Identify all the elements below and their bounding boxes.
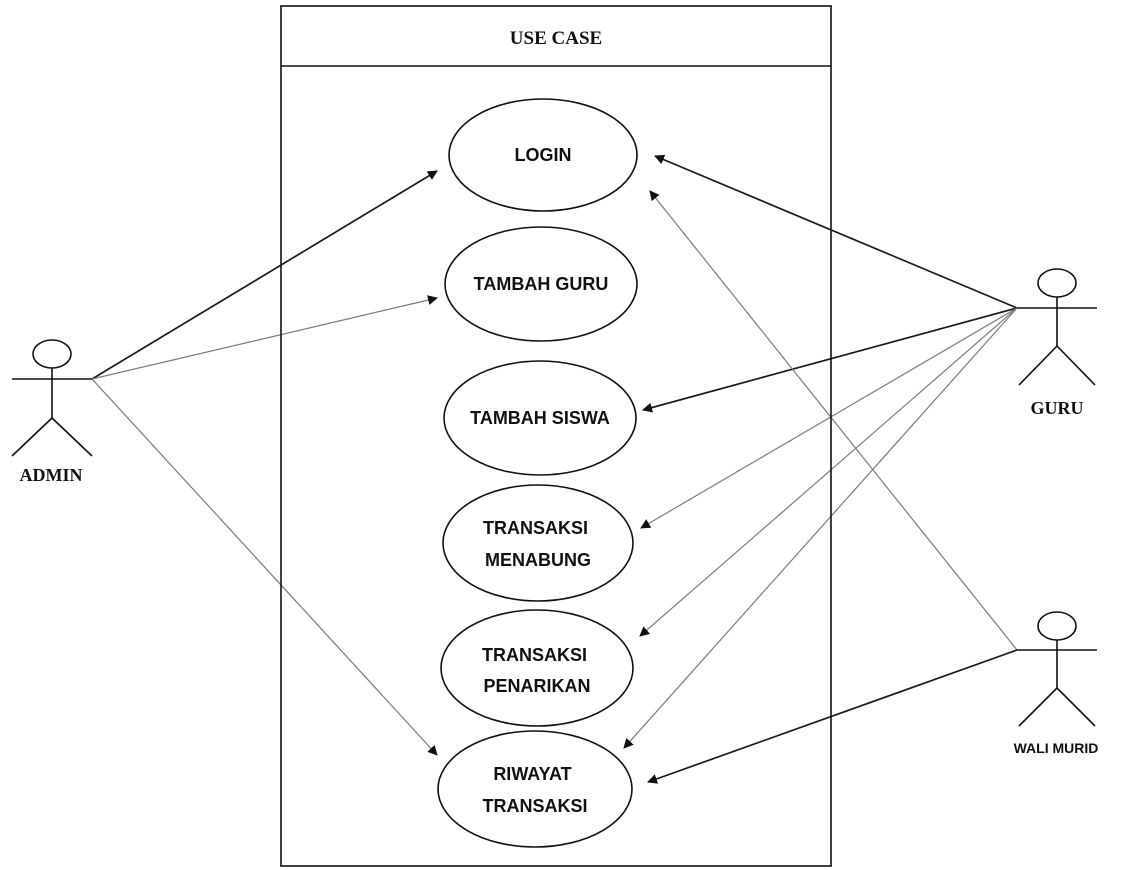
use-case-label-line-2: PENARIKAN xyxy=(483,676,590,696)
association-arrow-admin-to-riwayat-transaksi xyxy=(91,378,438,756)
association-arrow-wali-murid-to-login xyxy=(649,190,1018,651)
svg-text:LOGIN: LOGIN xyxy=(515,145,572,165)
actor-label: ADMIN xyxy=(20,465,83,485)
svg-text:TAMBAH SISWA: TAMBAH SISWA xyxy=(470,408,610,428)
actor-guru[interactable]: GURU xyxy=(1017,268,1097,418)
use-case-login[interactable]: LOGIN xyxy=(448,98,638,212)
svg-text:TRANSAKSI PENARIKAN: TRANSAKSI PENARIKAN xyxy=(482,645,592,696)
actor-label: WALI MURID xyxy=(1014,740,1099,756)
actor-wali-murid[interactable]: WALI MURID xyxy=(1014,611,1099,756)
use-case-tambah-guru[interactable]: TAMBAH GURU xyxy=(444,226,638,342)
use-case-label-line-1: RIWAYAT xyxy=(493,764,571,784)
use-case-tambah-siswa[interactable]: TAMBAH SISWA xyxy=(443,360,637,476)
svg-text:TAMBAH GURU: TAMBAH GURU xyxy=(474,274,609,294)
association-arrow-guru-to-tambah-siswa xyxy=(642,307,1018,413)
use-case-transaksi-menabung[interactable]: TRANSAKSI MENABUNG xyxy=(442,484,634,602)
use-case-label-line-2: TRANSAKSI xyxy=(482,796,587,816)
stick-figure-icon xyxy=(11,339,93,457)
association-arrow-guru-to-transaksi-penarikan xyxy=(639,307,1018,637)
association-arrow-guru-to-riwayat-transaksi xyxy=(623,307,1018,749)
association-arrow-admin-to-login xyxy=(91,170,438,380)
use-case-transaksi-penarikan[interactable]: TRANSAKSI PENARIKAN xyxy=(440,609,634,727)
stick-figure-icon xyxy=(1017,611,1097,727)
association-arrow-wali-murid-to-riwayat-transaksi xyxy=(647,649,1018,784)
use-case-label-line-1: TRANSAKSI xyxy=(482,645,587,665)
use-case-riwayat-transaksi[interactable]: RIWAYAT TRANSAKSI xyxy=(437,730,633,848)
system-boundary: USE CASE xyxy=(280,5,832,867)
association-arrow-admin-to-tambah-guru xyxy=(91,295,438,380)
association-arrow-guru-to-login xyxy=(654,154,1018,309)
use-case-label: LOGIN xyxy=(515,145,572,165)
associations-layer xyxy=(91,154,1018,784)
svg-text:RIWAYAT TRANSAKSI: RIWAYAT TRANSAKSI xyxy=(482,764,587,816)
actor-admin[interactable]: ADMIN xyxy=(11,339,93,485)
use-case-layer: LOGIN TAMBAH GURU TAMBAH SISWA TRANSAKSI xyxy=(437,98,638,848)
svg-text:TRANSAKSI MENABUNG: TRANSAKSI MENABUNG xyxy=(483,518,593,570)
system-title: USE CASE xyxy=(510,28,602,49)
use-case-label-line-1: TRANSAKSI xyxy=(483,518,588,538)
actor-label: GURU xyxy=(1031,398,1084,418)
use-case-label-line-2: MENABUNG xyxy=(485,550,591,570)
association-arrow-guru-to-transaksi-menabung xyxy=(640,307,1018,529)
stick-figure-icon xyxy=(1017,268,1097,386)
use-case-label: TAMBAH SISWA xyxy=(470,408,610,428)
use-case-label: TAMBAH GURU xyxy=(474,274,609,294)
